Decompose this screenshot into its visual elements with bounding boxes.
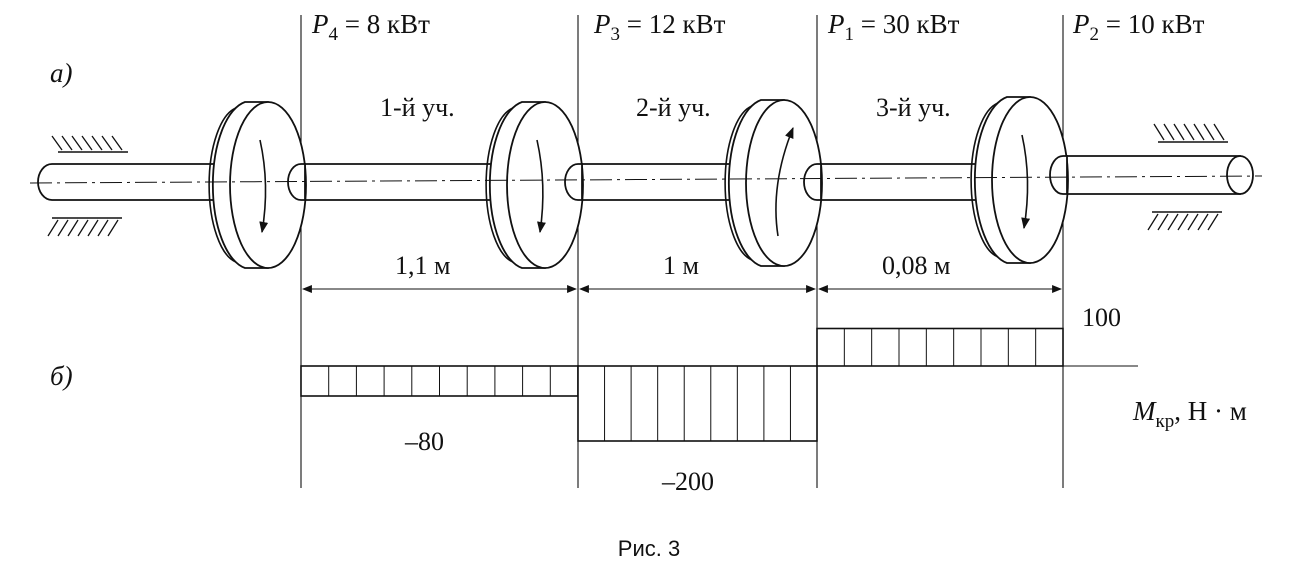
part-a-label: а)	[50, 58, 73, 88]
shaft-end-face	[1226, 155, 1254, 195]
disk-p4	[208, 101, 307, 269]
torque-value-100: 100	[1082, 303, 1121, 332]
section-1-length: 1,1 м	[395, 251, 450, 280]
section-2-name: 2-й уч.	[636, 93, 711, 122]
torque-diagram	[300, 327, 1064, 442]
torque-value-minus-80: –80	[404, 427, 444, 456]
shaft	[37, 155, 1254, 201]
shaft-segment-1	[287, 163, 506, 201]
figure-caption: Рис. 3	[618, 536, 680, 561]
shaft-segment-3	[803, 163, 991, 201]
shaft-axis-line	[29, 175, 1263, 184]
power-label-p2: P2 = 10 кВт	[1072, 9, 1205, 45]
section-1-name: 1-й уч.	[380, 93, 455, 122]
disk-p3	[485, 101, 584, 269]
power-label-p4: P4 = 8 кВт	[311, 9, 430, 45]
part-b-label: б)	[50, 361, 73, 391]
shaft-segment-2	[564, 163, 741, 201]
left-support	[47, 135, 128, 237]
torque-value-minus-200: –200	[661, 467, 714, 496]
torque-bar-section-2	[577, 365, 818, 442]
disk-p1	[724, 99, 823, 267]
shaft-segment-0	[37, 163, 226, 201]
length-dimensions: 1,1 м 1 м 0,08 м	[302, 251, 1062, 293]
section-3-length: 0,08 м	[882, 251, 950, 280]
torque-bar-section-3	[816, 327, 1064, 367]
disk-p2	[970, 96, 1069, 264]
power-labels: P4 = 8 кВт P3 = 12 кВт P1 = 30 кВт P2 = …	[311, 9, 1205, 45]
section-3-name: 3-й уч.	[876, 93, 951, 122]
power-label-p3: P3 = 12 кВт	[593, 9, 726, 45]
section-2-length: 1 м	[663, 251, 699, 280]
moment-axis-label: Mкр, Н · м	[1132, 396, 1247, 432]
shaft-segment-4	[1049, 155, 1241, 195]
power-label-p1: P1 = 30 кВт	[827, 9, 960, 45]
right-support	[1147, 123, 1228, 231]
